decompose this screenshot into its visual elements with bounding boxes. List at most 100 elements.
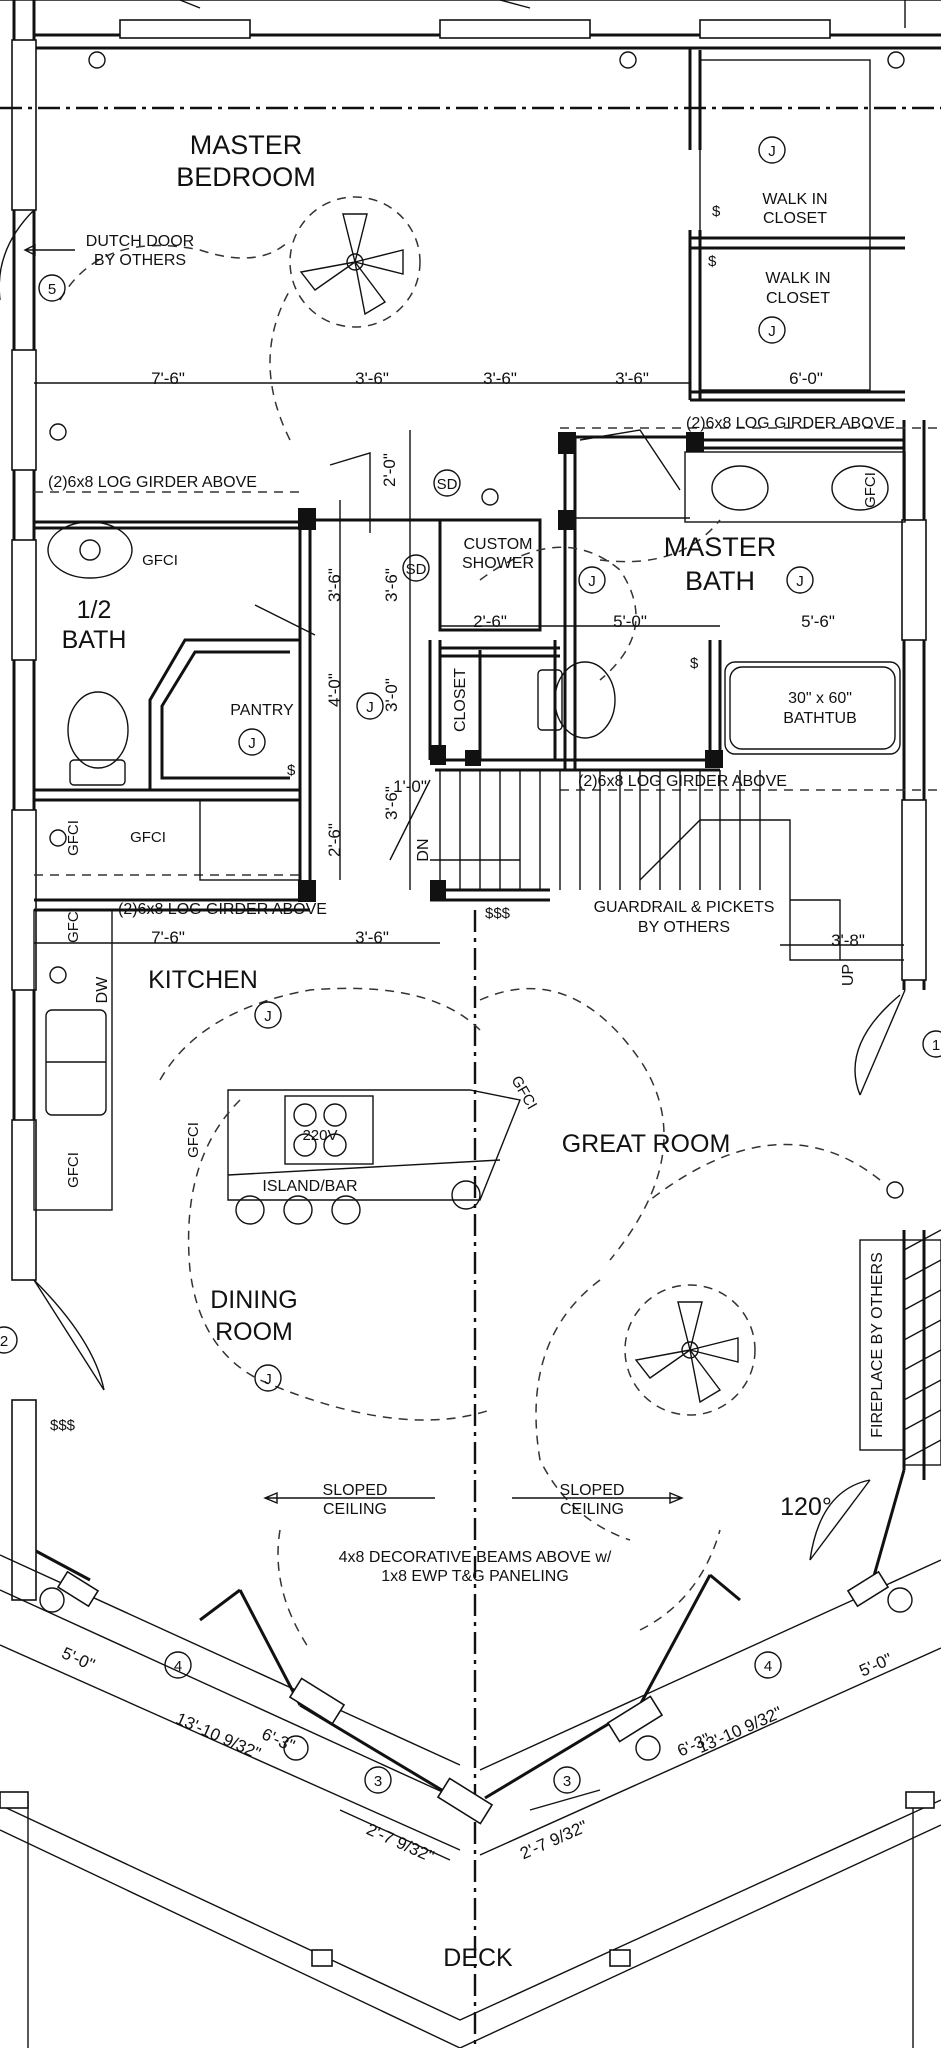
note-guardrail-line2: BY OTHERS <box>638 919 730 936</box>
note-beams-line2: 1x8 EWP T&G PANELING <box>381 1568 569 1585</box>
dim-3-6-kitchen: 3'-6" <box>355 928 389 947</box>
gfci-label: GFCI <box>142 552 178 569</box>
dim-5-0-left: 5'-0" <box>59 1643 98 1674</box>
tag-circle-icon <box>922 1030 941 1058</box>
room-half-bath-line1: 1/2 <box>77 596 112 624</box>
room-half-bath-line2: BATH <box>62 626 127 654</box>
tag-4-left: 4 <box>174 1658 182 1675</box>
dim-2-7-left: 2'-7 9/32" <box>364 1820 437 1867</box>
tag-1: 1 <box>932 1037 940 1054</box>
note-sloped-left-line2: CEILING <box>323 1501 387 1518</box>
dim-3-0: 3'-0" <box>382 678 401 712</box>
room-walk-in-closet-1-line1: WALK IN <box>762 191 827 208</box>
front-bays <box>56 1570 890 1825</box>
dim-4-0: 4'-0" <box>325 673 344 707</box>
dim-3-6-vert-c: 3'-6" <box>382 786 401 820</box>
room-master-bath-line1: MASTER <box>664 532 777 562</box>
door-swings <box>0 209 906 1561</box>
gfci-label: GFCI <box>65 907 82 943</box>
room-custom-shower-line2: SHOWER <box>462 555 534 572</box>
smoke-detector-label: SD <box>437 476 458 493</box>
interior-walls <box>34 48 905 912</box>
room-pantry: PANTRY <box>230 702 294 719</box>
junction-box-label: J <box>366 699 374 716</box>
arrow-left-icon <box>23 243 75 257</box>
tag-4-right: 4 <box>764 1658 772 1675</box>
junction-box-label: J <box>248 735 256 752</box>
ceiling-fan-icon <box>289 196 756 1416</box>
switch-symbol: $ <box>712 203 721 220</box>
note-sloped-right-line1: SLOPED <box>560 1482 625 1499</box>
room-closet: CLOSET <box>452 668 469 732</box>
note-girder-3: (2)6x8 LOG GIRDER ABOVE <box>118 901 327 918</box>
tag-circle-icon <box>0 1326 18 1354</box>
dim-3-8: 3'-8" <box>831 931 865 950</box>
room-dining-line1: DINING <box>210 1286 298 1314</box>
note-sloped-right-line2: CEILING <box>560 1501 624 1518</box>
note-girder-4: (2)6x8 LOG GIRDER ABOVE <box>578 773 787 790</box>
junction-box-icon <box>356 692 384 720</box>
room-kitchen: KITCHEN <box>148 966 258 994</box>
junction-box-icon <box>786 566 814 594</box>
smoke-detector-icon <box>433 469 461 497</box>
dim-1-0: 1'-0" <box>393 777 427 796</box>
arrow-left-icon <box>263 1491 435 1505</box>
switch-symbol-triple: $$$ <box>50 1417 76 1434</box>
note-dutch-door-line1: DUTCH DOOR <box>86 233 194 250</box>
dim-7-6-kitchen: 7'-6" <box>151 928 185 947</box>
note-guardrail-line1: GUARDRAIL & PICKETS <box>594 899 775 916</box>
note-sloped-left-line1: SLOPED <box>323 1482 388 1499</box>
girder-lines <box>0 106 941 2048</box>
smoke-detector-icon <box>402 554 430 582</box>
junction-box-icon <box>238 728 266 756</box>
bathtub-line2: BATHTUB <box>783 710 856 727</box>
junction-boxes: J J J J J J J J <box>238 136 814 1392</box>
dim-5-0-bath: 5'-0" <box>613 612 647 631</box>
tag-circle-icon <box>553 1766 581 1794</box>
room-great-room: GREAT ROOM <box>562 1130 731 1158</box>
junction-box-label: J <box>768 323 776 340</box>
left-windows <box>11 39 927 1601</box>
note-girder-1: (2)6x8 LOG GIRDER ABOVE <box>48 474 257 491</box>
room-master-bath-line2: BATH <box>685 566 755 596</box>
dim-13-10-left: 13'-10 9/32" <box>173 1709 263 1763</box>
junction-box-label: J <box>264 1008 272 1025</box>
tag-3-left: 3 <box>374 1773 382 1790</box>
tag-circle-icon <box>364 1766 392 1794</box>
stairs <box>430 770 904 961</box>
wiring-runs <box>59 239 881 1651</box>
bathtub-line1: 30" x 60" <box>788 690 852 707</box>
tag-2: 2 <box>0 1333 8 1350</box>
dishwasher-label: DW <box>94 976 111 1004</box>
switch-symbol: $ <box>708 253 717 270</box>
dim-5-0-right: 5'-0" <box>856 1649 895 1680</box>
island-bar-label: ISLAND/BAR <box>262 1178 357 1195</box>
note-dutch-door-line2: BY OTHERS <box>94 252 186 269</box>
switch-symbol: $ <box>690 655 699 672</box>
room-master-bedroom-line2: BEDROOM <box>176 162 316 192</box>
junction-box-icon <box>254 1364 282 1392</box>
dim-3-6-top-b: 3'-6" <box>483 369 517 388</box>
fireplace <box>859 1229 941 1466</box>
tag-circle-icon <box>38 274 66 302</box>
gfci-label: GFCI <box>65 820 82 856</box>
gfci-label: GFCI <box>130 829 166 846</box>
note-fireplace: FIREPLACE BY OTHERS <box>869 1252 886 1438</box>
dim-2-6-vert: 2'-6" <box>325 823 344 857</box>
junction-box-icon <box>254 1001 282 1029</box>
room-custom-shower-line1: CUSTOM <box>463 536 532 553</box>
dim-2-6-shower: 2'-6" <box>473 612 507 631</box>
smoke-detector-label: SD <box>406 561 427 578</box>
dim-3-6-top-a: 3'-6" <box>355 369 389 388</box>
dim-5-6: 5'-6" <box>801 612 835 631</box>
posts <box>298 432 723 902</box>
tag-3-right: 3 <box>563 1773 571 1790</box>
tag-circle-icon <box>164 1651 192 1679</box>
gfci-label: GFCI <box>185 1122 202 1158</box>
top-windows <box>0 0 941 39</box>
dim-6-3-left: 6'-3" <box>259 1724 298 1755</box>
room-master-bedroom-line1: MASTER <box>190 130 303 160</box>
room-dining-line2: ROOM <box>215 1318 293 1346</box>
note-angle: 120° <box>780 1493 832 1521</box>
dim-3-6-vert-b: 3'-6" <box>382 568 401 602</box>
